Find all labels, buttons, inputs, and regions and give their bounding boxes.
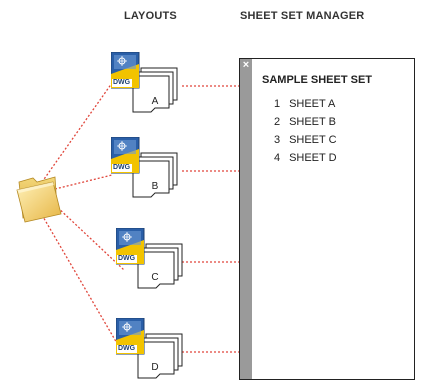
panel-title-bar[interactable]: × bbox=[240, 59, 252, 379]
sheet-number: 2 bbox=[274, 116, 281, 128]
folder-to-layout-d-line bbox=[41, 214, 119, 346]
sheet-number: 1 bbox=[274, 98, 281, 110]
sheet-name: SHEET A bbox=[289, 98, 336, 110]
dwg-label: DWG bbox=[113, 164, 131, 171]
dwg-label: DWG bbox=[113, 79, 131, 86]
layout-c-letter: C bbox=[151, 272, 159, 283]
sheet-list: 1 SHEET A 2 SHEET B 3 SHEET C 4 SHEET D bbox=[274, 95, 337, 167]
sheet-list-item-c[interactable]: 3 SHEET C bbox=[274, 131, 337, 149]
layouts-header: LAYOUTS bbox=[124, 10, 177, 22]
layout-a[interactable]: DWG A bbox=[111, 52, 183, 114]
folder-icon[interactable] bbox=[15, 172, 65, 224]
sheet-list-item-d[interactable]: 4 SHEET D bbox=[274, 149, 337, 167]
sheet-list-item-b[interactable]: 2 SHEET B bbox=[274, 113, 337, 131]
sheet-name: SHEET B bbox=[289, 116, 336, 128]
sheet-number: 3 bbox=[274, 134, 281, 146]
sheet-name: SHEET D bbox=[289, 152, 337, 164]
dwg-label: DWG bbox=[118, 255, 136, 262]
layout-c[interactable]: DWG C bbox=[116, 228, 188, 290]
close-icon[interactable]: × bbox=[242, 59, 250, 71]
sheet-list-item-a[interactable]: 1 SHEET A bbox=[274, 95, 337, 113]
sheet-layout-icon bbox=[116, 318, 183, 379]
sheet-number: 4 bbox=[274, 152, 281, 164]
sheet-set-title[interactable]: SAMPLE SHEET SET bbox=[262, 74, 373, 86]
sheet-set-manager-panel: × SAMPLE SHEET SET 1 SHEET A 2 SHEET B 3… bbox=[239, 58, 415, 380]
layout-b[interactable]: DWG B bbox=[111, 137, 183, 199]
folder-to-layout-c-line bbox=[54, 204, 125, 271]
layout-b-letter: B bbox=[151, 181, 159, 192]
sheet-layout-icon bbox=[111, 52, 178, 113]
layout-a-letter: A bbox=[151, 96, 159, 107]
dwg-label: DWG bbox=[118, 345, 136, 352]
sheet-layout-icon bbox=[111, 137, 178, 198]
sheet-layout-icon bbox=[116, 228, 183, 289]
folder-to-layout-a-line bbox=[41, 82, 113, 183]
folder-to-layout-b-line bbox=[54, 174, 113, 190]
sheet-set-manager-header: SHEET SET MANAGER bbox=[240, 10, 365, 22]
sheet-name: SHEET C bbox=[289, 134, 337, 146]
layout-d[interactable]: DWG D bbox=[116, 318, 188, 380]
layout-d-letter: D bbox=[151, 362, 159, 373]
